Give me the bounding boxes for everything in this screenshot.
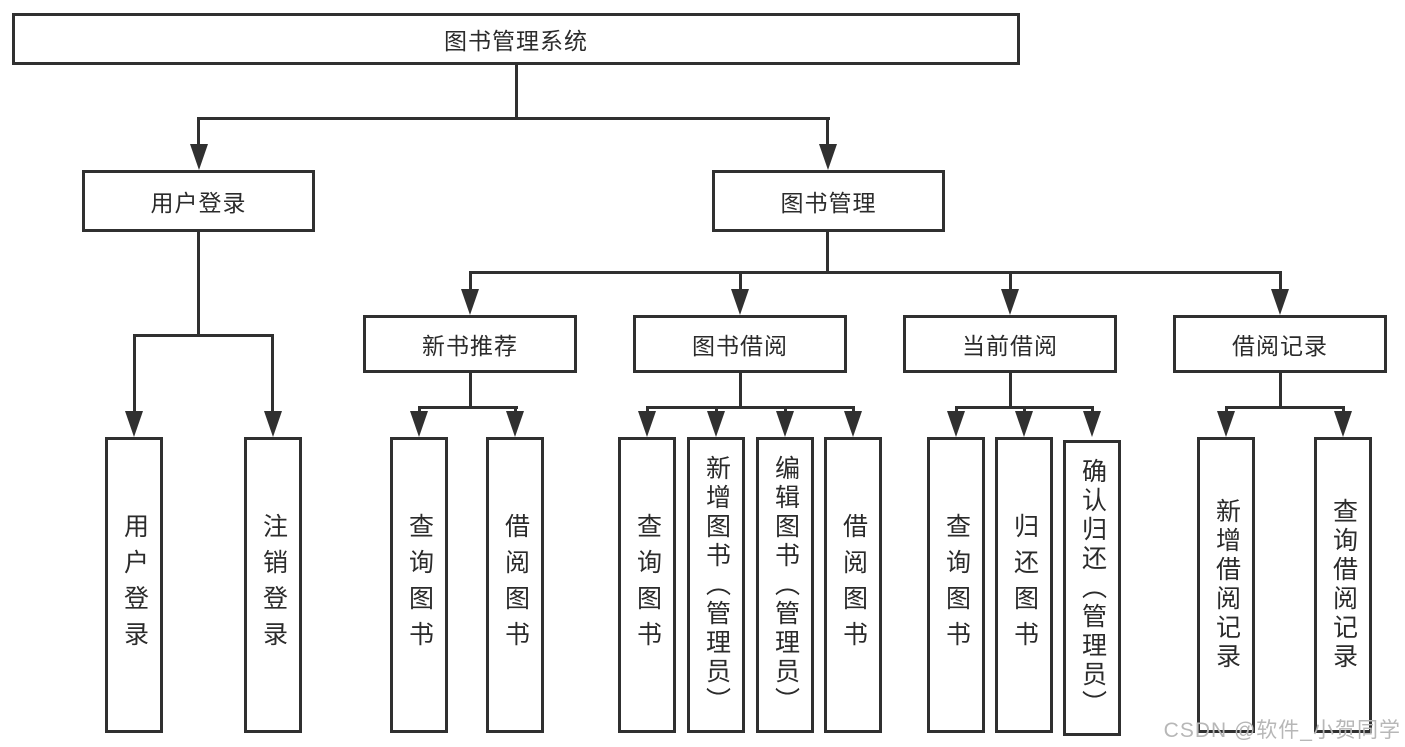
node-leaf-borrow-book-2: 借阅图书 bbox=[824, 437, 882, 733]
arrow-down-icon bbox=[264, 411, 282, 437]
leaf-label: 编辑图书（管理员） bbox=[771, 454, 800, 716]
node-leaf-return-book: 归还图书 bbox=[995, 437, 1053, 733]
node-new-book-rec: 新书推荐 bbox=[363, 315, 577, 373]
leaf-label: 查询图书 bbox=[633, 513, 662, 657]
node-book-mgmt: 图书管理 bbox=[712, 170, 945, 232]
node-current-borrow: 当前借阅 bbox=[903, 315, 1117, 373]
arrow-down-icon bbox=[776, 411, 794, 437]
edge-current-borrow-stem bbox=[1009, 372, 1012, 409]
edge-to-current-borrow bbox=[1009, 271, 1012, 293]
arrow-down-icon bbox=[731, 289, 749, 315]
edge-to-new-book-rec bbox=[469, 271, 472, 293]
leaf-label: 借阅图书 bbox=[501, 513, 530, 657]
edge-book-borrow-stem bbox=[739, 372, 742, 409]
arrow-down-icon bbox=[1217, 411, 1235, 437]
arrow-down-icon bbox=[1334, 411, 1352, 437]
edge-drop bbox=[1225, 406, 1228, 414]
edge-new-book-rec-bus bbox=[418, 406, 518, 409]
edge-drop bbox=[852, 406, 855, 414]
node-leaf-logout: 注销登录 bbox=[244, 437, 302, 733]
arrow-down-icon bbox=[638, 411, 656, 437]
edge-root-stem bbox=[515, 64, 518, 117]
node-borrow-records: 借阅记录 bbox=[1173, 315, 1387, 373]
arrow-down-icon bbox=[1015, 411, 1033, 437]
arrow-down-icon bbox=[190, 144, 208, 170]
edge-book-mgmt-stem bbox=[826, 232, 829, 274]
arrow-down-icon bbox=[1001, 289, 1019, 315]
csdn-watermark: CSDN @软件_小贺同学 bbox=[1163, 719, 1401, 742]
leaf-label: 查询图书 bbox=[405, 513, 434, 657]
node-book-borrow: 图书借阅 bbox=[633, 315, 847, 373]
leaf-label: 用户登录 bbox=[120, 513, 149, 657]
node-root: 图书管理系统 bbox=[12, 13, 1020, 65]
edge-to-leaf-user-login bbox=[133, 334, 136, 413]
node-leaf-edit-book: 编辑图书（管理员） bbox=[756, 437, 814, 733]
edge-user-login-stem bbox=[197, 232, 200, 336]
edge-book-borrow-bus bbox=[646, 406, 855, 409]
arrow-down-icon bbox=[125, 411, 143, 437]
node-leaf-confirm-return: 确认归还（管理员） bbox=[1063, 440, 1121, 736]
edge-root-to-book-mgmt bbox=[826, 117, 829, 147]
edge-drop bbox=[418, 406, 421, 414]
edge-drop bbox=[955, 406, 958, 414]
edge-root-bus bbox=[197, 117, 830, 120]
arrow-down-icon bbox=[461, 289, 479, 315]
edge-drop bbox=[715, 406, 718, 414]
node-leaf-query-book-3: 查询图书 bbox=[927, 437, 985, 733]
edge-drop bbox=[1023, 406, 1026, 414]
arrow-down-icon bbox=[844, 411, 862, 437]
leaf-label: 归还图书 bbox=[1010, 513, 1039, 657]
edge-to-book-borrow bbox=[739, 271, 742, 293]
node-user-login: 用户登录 bbox=[82, 170, 315, 232]
node-leaf-query-record: 查询借阅记录 bbox=[1314, 437, 1372, 733]
node-leaf-borrow-book-1: 借阅图书 bbox=[486, 437, 544, 733]
node-leaf-query-book-2: 查询图书 bbox=[618, 437, 676, 733]
arrow-down-icon bbox=[947, 411, 965, 437]
edge-to-leaf-logout bbox=[271, 334, 274, 413]
edge-drop bbox=[1342, 406, 1345, 414]
node-leaf-add-record: 新增借阅记录 bbox=[1197, 437, 1255, 733]
edge-to-borrow-records bbox=[1279, 271, 1282, 293]
arrow-down-icon bbox=[410, 411, 428, 437]
node-leaf-query-book-1: 查询图书 bbox=[390, 437, 448, 733]
edge-drop bbox=[1091, 406, 1094, 414]
edge-user-login-bus bbox=[133, 334, 274, 337]
edge-new-book-rec-stem bbox=[469, 372, 472, 409]
leaf-label: 确认归还（管理员） bbox=[1078, 457, 1107, 719]
arrow-down-icon bbox=[1083, 411, 1101, 437]
edge-root-to-user-login bbox=[197, 117, 200, 147]
edge-borrow-records-stem bbox=[1279, 372, 1282, 409]
leaf-label: 借阅图书 bbox=[839, 513, 868, 657]
arrow-down-icon bbox=[506, 411, 524, 437]
leaf-label: 查询图书 bbox=[942, 513, 971, 657]
edge-borrow-records-bus bbox=[1225, 406, 1345, 409]
arrow-down-icon bbox=[1271, 289, 1289, 315]
leaf-label: 查询借阅记录 bbox=[1329, 498, 1358, 672]
leaf-label: 新增借阅记录 bbox=[1212, 498, 1241, 672]
leaf-label: 新增图书（管理员） bbox=[702, 454, 731, 716]
arrow-down-icon bbox=[707, 411, 725, 437]
edge-drop bbox=[784, 406, 787, 414]
arrow-down-icon bbox=[819, 144, 837, 170]
edge-book-mgmt-bus bbox=[469, 271, 1282, 274]
edge-drop bbox=[646, 406, 649, 414]
node-leaf-user-login: 用户登录 bbox=[105, 437, 163, 733]
leaf-label: 注销登录 bbox=[259, 513, 288, 657]
node-leaf-add-book: 新增图书（管理员） bbox=[687, 437, 745, 733]
edge-drop bbox=[514, 406, 517, 414]
